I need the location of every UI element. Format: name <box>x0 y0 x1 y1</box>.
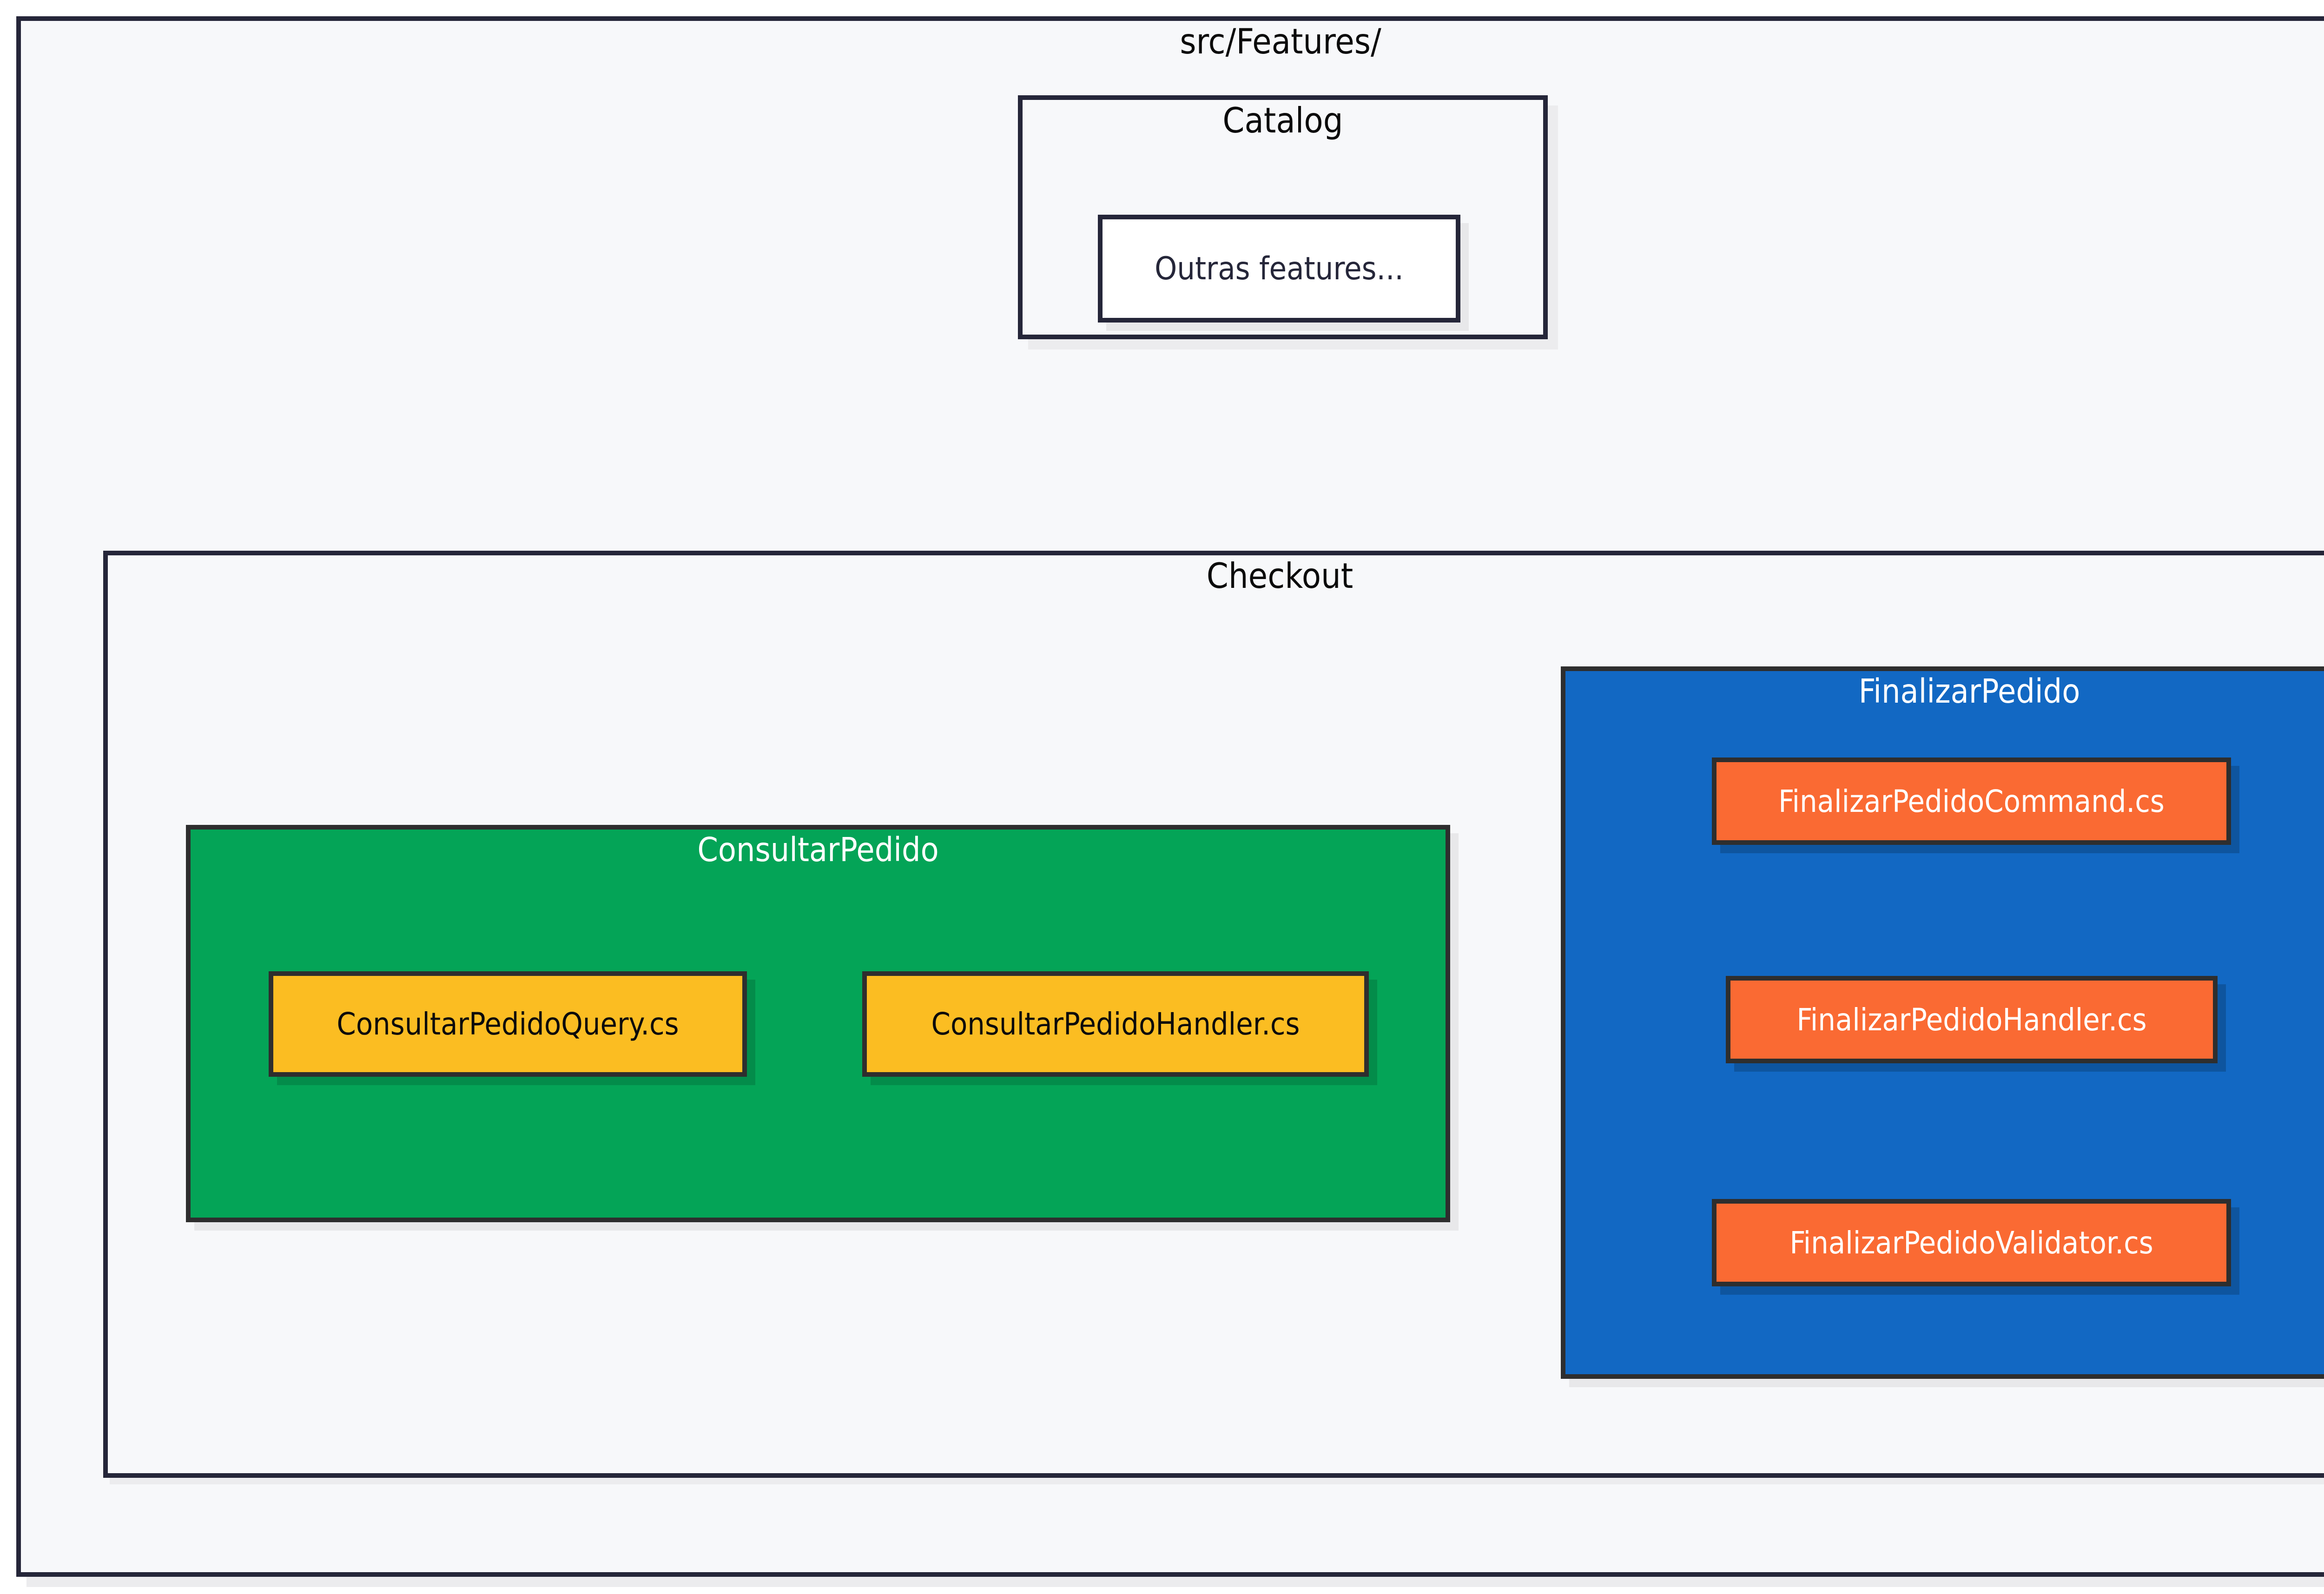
node-consultar-pedido-handler[interactable]: ConsultarPedidoHandler.cs <box>862 971 1369 1077</box>
subgraph-title-consultar-pedido: ConsultarPedido <box>697 830 939 869</box>
node-label-finalizar-pedido-handler: FinalizarPedidoHandler.cs <box>1796 1001 2147 1038</box>
subgraph-title-catalog: Catalog <box>1222 100 1343 141</box>
node-label-finalizar-pedido-command: FinalizarPedidoCommand.cs <box>1778 783 2165 819</box>
node-label-outras-features: Outras features... <box>1155 250 1404 287</box>
node-consultar-pedido-query[interactable]: ConsultarPedidoQuery.cs <box>269 971 747 1077</box>
node-label-consultar-pedido-query: ConsultarPedidoQuery.cs <box>337 1006 679 1042</box>
node-finalizar-pedido-handler[interactable]: FinalizarPedidoHandler.cs <box>1726 976 2218 1063</box>
node-label-finalizar-pedido-validator: FinalizarPedidoValidator.cs <box>1789 1225 2153 1261</box>
node-outras-features[interactable]: Outras features... <box>1098 215 1460 323</box>
node-finalizar-pedido-command[interactable]: FinalizarPedidoCommand.cs <box>1712 757 2231 845</box>
subgraph-title-src-features: src/Features/ <box>1180 21 1381 62</box>
node-finalizar-pedido-validator[interactable]: FinalizarPedidoValidator.cs <box>1712 1199 2231 1286</box>
node-label-consultar-pedido-handler: ConsultarPedidoHandler.cs <box>931 1006 1300 1042</box>
subgraph-title-finalizar-pedido: FinalizarPedido <box>1858 672 2080 711</box>
subgraph-title-checkout: Checkout <box>1206 555 1353 596</box>
